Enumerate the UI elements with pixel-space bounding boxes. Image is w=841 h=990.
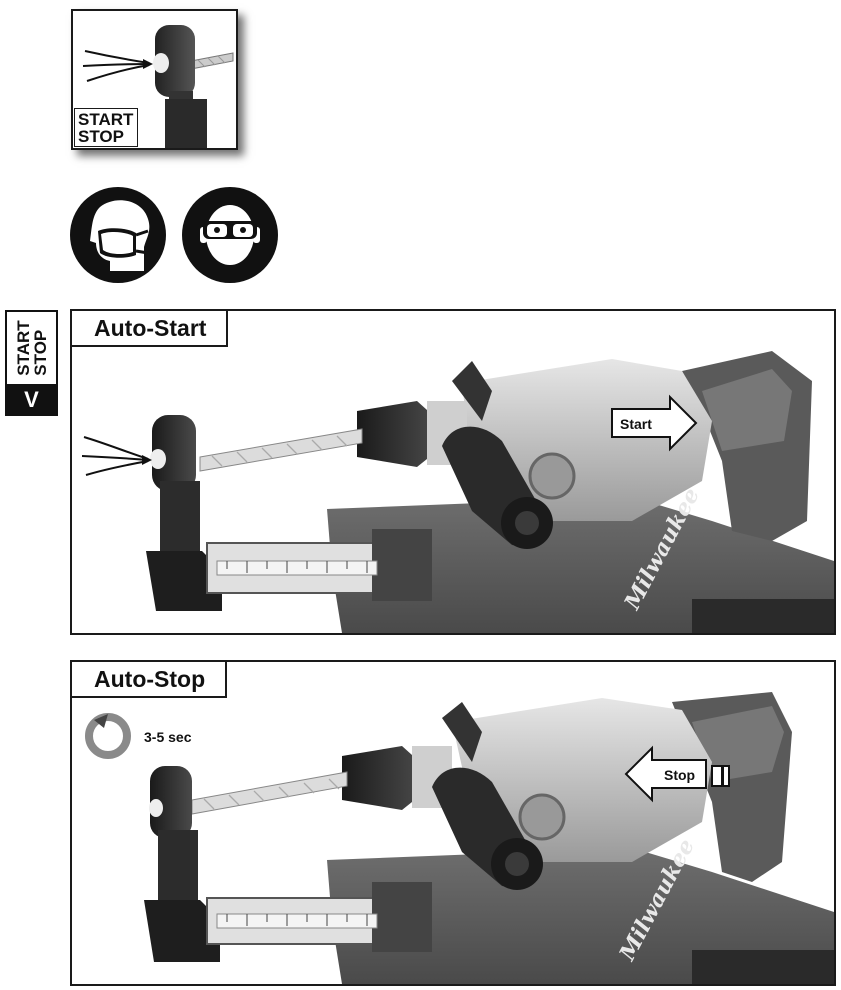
timer-rotate-icon [85, 713, 131, 759]
stop-arrow-icon [624, 745, 707, 803]
start-stop-thumbnail: START STOP [71, 9, 238, 150]
rotary-hammer-illustration-stop: Milwaukee 3-5 sec Stop [85, 692, 834, 984]
start-arrow-icon [611, 394, 698, 452]
auto-start-title: Auto-Start [72, 311, 229, 347]
dust-mask-icon [70, 187, 166, 283]
auto-start-panel: Milwaukee Start Auto-Start [70, 309, 836, 635]
timer-text: 3-5 sec [144, 729, 192, 745]
side-tab-text: START STOP [13, 320, 50, 376]
start-callout-text: Start [620, 416, 652, 432]
stop-callout-text: Stop [664, 767, 695, 783]
auto-stop-panel: Milwaukee 3-5 sec Stop Auto-Stop [70, 660, 836, 986]
side-tab-label: START STOP [5, 310, 58, 386]
rotary-hammer-illustration: Milwaukee Start [81, 351, 834, 633]
stop-text: STOP [78, 127, 124, 146]
trigger-release-icon-a [711, 765, 723, 787]
section-side-tab: START STOP V [5, 310, 58, 416]
dust-extractor-head-illustration [82, 25, 234, 148]
side-tab-letter: V [5, 384, 58, 416]
start-text: START [78, 110, 134, 129]
trigger-release-icon-b [722, 765, 730, 787]
start-stop-label: START STOP [74, 108, 139, 147]
safety-glasses-icon [182, 187, 278, 283]
auto-stop-title: Auto-Stop [72, 662, 228, 698]
